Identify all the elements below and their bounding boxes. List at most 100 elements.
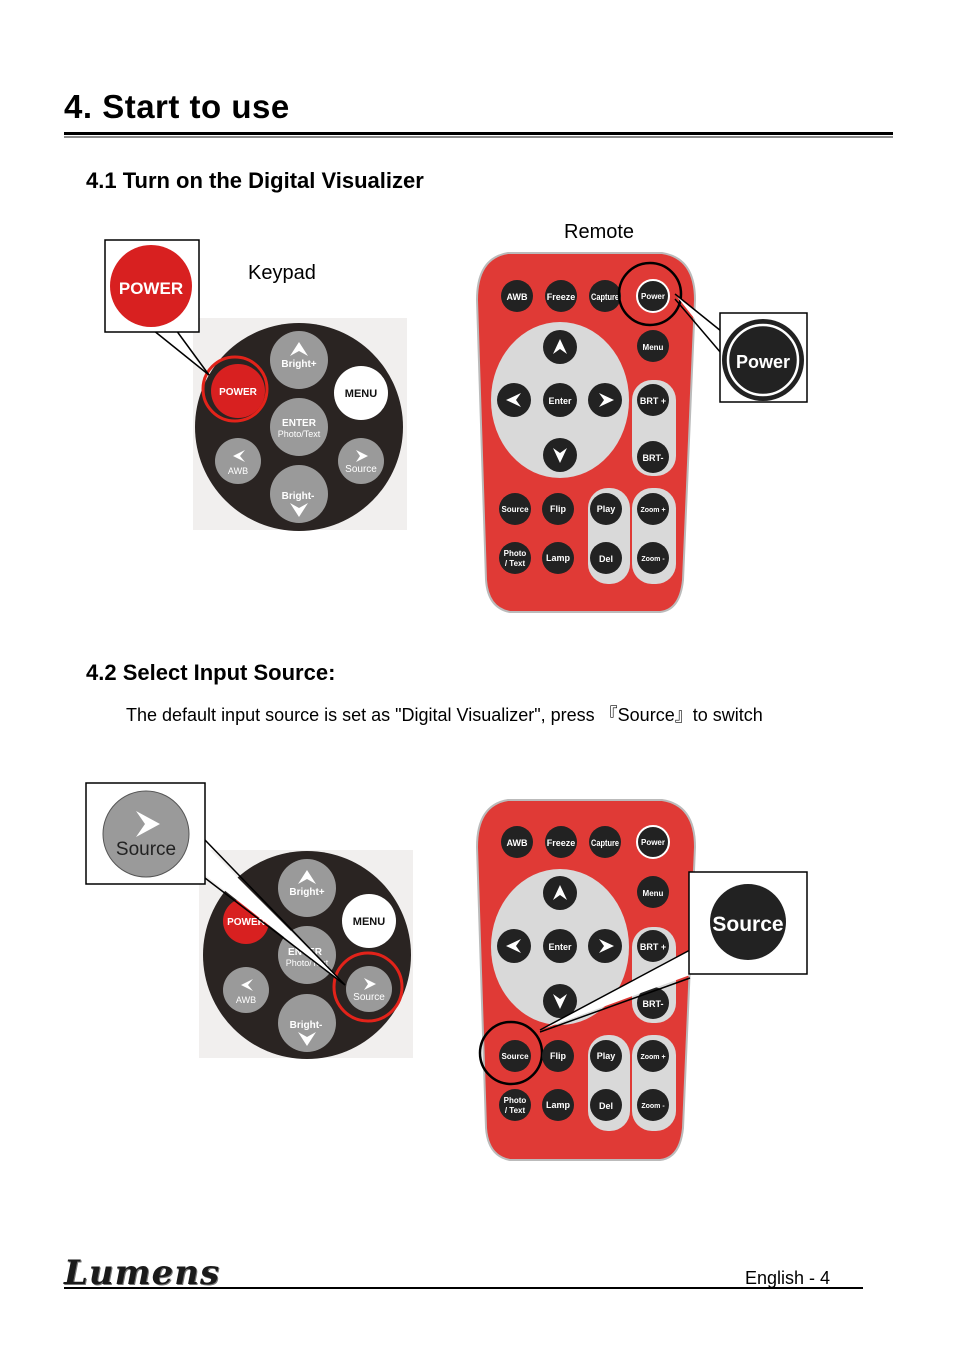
remote-menu-button[interactable]: Menu bbox=[637, 330, 669, 362]
remote-freeze-button[interactable]: Freeze bbox=[545, 826, 577, 858]
remote-zoom-out-button[interactable]: Zoom - bbox=[637, 542, 669, 574]
keypad-bright-up-button[interactable]: Bright+ bbox=[270, 331, 328, 389]
svg-text:Capture: Capture bbox=[591, 838, 619, 848]
keypad-menu-button[interactable]: MENU bbox=[342, 894, 396, 948]
keypad-1: Bright+ POWER MENU ENTER Photo/Text AWB … bbox=[193, 318, 407, 531]
remote-lamp-button[interactable]: Lamp bbox=[542, 1089, 574, 1121]
svg-text:Source: Source bbox=[116, 839, 176, 860]
keypad-bright-down-button[interactable]: Bright- bbox=[270, 465, 328, 523]
lumens-logo: Lumens bbox=[64, 1253, 221, 1293]
remote-brt-down-button[interactable]: BRT- bbox=[637, 441, 669, 473]
svg-text:Bright-: Bright- bbox=[282, 491, 315, 502]
callout-remote-power: Power bbox=[674, 293, 808, 403]
svg-text:Zoom -: Zoom - bbox=[641, 1103, 665, 1110]
keypad-menu-button[interactable]: MENU bbox=[334, 366, 388, 420]
remote-left-button[interactable] bbox=[497, 383, 531, 417]
remote-enter-button[interactable]: Enter bbox=[543, 929, 577, 963]
remote-source-button[interactable]: Source bbox=[499, 493, 531, 525]
keypad-source-button[interactable]: Source bbox=[346, 966, 392, 1012]
remote-photo-text-button[interactable]: Photo/ Text bbox=[499, 542, 531, 574]
remote-del-button[interactable]: Del bbox=[590, 1089, 622, 1121]
remote-power-button[interactable]: Power bbox=[636, 825, 670, 859]
keypad-awb-button[interactable]: AWB bbox=[223, 967, 269, 1013]
remote-brt-down-button[interactable]: BRT- bbox=[637, 987, 669, 1019]
page-number: English - 4 bbox=[745, 1268, 831, 1288]
remote-capture-button[interactable]: Capture bbox=[589, 280, 621, 312]
svg-text:Source: Source bbox=[501, 1052, 529, 1061]
keypad-source-button[interactable]: Source bbox=[338, 438, 384, 484]
callout-keypad-source: Source bbox=[85, 782, 346, 986]
remote-up-button[interactable] bbox=[543, 876, 577, 910]
remote-photo-text-button[interactable]: Photo/ Text bbox=[499, 1089, 531, 1121]
remote-play-button[interactable]: Play bbox=[590, 493, 622, 525]
svg-text:Del: Del bbox=[599, 1101, 613, 1111]
svg-text:MENU: MENU bbox=[353, 916, 385, 928]
svg-text:Photo/Text: Photo/Text bbox=[286, 958, 329, 968]
svg-text:Zoom -: Zoom - bbox=[641, 556, 665, 563]
svg-text:/ Text: / Text bbox=[505, 1106, 526, 1115]
svg-text:BRT-: BRT- bbox=[643, 453, 664, 463]
svg-text:Freeze: Freeze bbox=[547, 292, 576, 302]
remote-del-button[interactable]: Del bbox=[590, 542, 622, 574]
remote-1: AWB Freeze Capture Power Menu Enter BRT … bbox=[475, 252, 697, 613]
svg-text:Power: Power bbox=[736, 352, 790, 372]
remote-awb-button[interactable]: AWB bbox=[501, 280, 533, 312]
svg-text:AWB: AWB bbox=[507, 292, 528, 302]
remote-down-button[interactable] bbox=[543, 438, 577, 472]
keypad-bright-up-button[interactable]: Bright+ bbox=[278, 859, 336, 917]
remote-enter-button[interactable]: Enter bbox=[543, 383, 577, 417]
svg-text:POWER: POWER bbox=[119, 279, 183, 298]
svg-text:MENU: MENU bbox=[345, 388, 377, 400]
remote-label: Remote bbox=[564, 221, 635, 243]
keypad-enter-button[interactable]: ENTER Photo/Text bbox=[270, 398, 328, 456]
remote-left-button[interactable] bbox=[497, 929, 531, 963]
remote-zoom-in-button[interactable]: Zoom + bbox=[637, 493, 669, 525]
highlight-ring bbox=[201, 355, 269, 423]
svg-text:Photo: Photo bbox=[504, 549, 527, 558]
heading-rule-shadow bbox=[64, 136, 893, 138]
svg-text:ENTER: ENTER bbox=[282, 418, 317, 429]
svg-text:Lamp: Lamp bbox=[546, 1100, 571, 1110]
remote-source-button[interactable]: Source bbox=[499, 1040, 531, 1072]
keypad-power-button[interactable]: POWER bbox=[211, 364, 265, 418]
keypad-bright-down-button[interactable]: Bright- bbox=[278, 994, 336, 1052]
remote-brt-up-button[interactable]: BRT + bbox=[637, 930, 669, 962]
remote-right-button[interactable] bbox=[588, 383, 622, 417]
remote-menu-button[interactable]: Menu bbox=[637, 876, 669, 908]
remote-brt-up-button[interactable]: BRT + bbox=[637, 384, 669, 416]
svg-text:Enter: Enter bbox=[548, 396, 572, 406]
svg-text:Source: Source bbox=[712, 913, 783, 936]
remote-play-button[interactable]: Play bbox=[590, 1040, 622, 1072]
remote-freeze-button[interactable]: Freeze bbox=[545, 280, 577, 312]
svg-text:Flip: Flip bbox=[550, 504, 566, 514]
svg-text:Menu: Menu bbox=[643, 343, 664, 352]
svg-text:Capture: Capture bbox=[591, 292, 619, 302]
highlight-ring bbox=[478, 1020, 544, 1086]
callout-remote-source: Source bbox=[539, 871, 808, 1033]
keypad-awb-button[interactable]: AWB bbox=[215, 438, 261, 484]
remote-awb-button[interactable]: AWB bbox=[501, 826, 533, 858]
svg-text:BRT-: BRT- bbox=[643, 999, 664, 1009]
remote-lamp-button[interactable]: Lamp bbox=[542, 542, 574, 574]
svg-text:Del: Del bbox=[599, 554, 613, 564]
remote-zoom-out-button[interactable]: Zoom - bbox=[637, 1089, 669, 1121]
callout-keypad-power: POWER bbox=[104, 239, 210, 376]
remote-up-button[interactable] bbox=[543, 330, 577, 364]
remote-flip-button[interactable]: Flip bbox=[542, 1040, 574, 1072]
svg-text:Zoom +: Zoom + bbox=[640, 1054, 665, 1061]
remote-flip-button[interactable]: Flip bbox=[542, 493, 574, 525]
svg-text:BRT +: BRT + bbox=[640, 396, 666, 406]
footer-rule bbox=[64, 1287, 863, 1289]
svg-text:Freeze: Freeze bbox=[547, 838, 576, 848]
remote-zoom-in-button[interactable]: Zoom + bbox=[637, 1040, 669, 1072]
section-title-input-source: 4.2 Select Input Source: bbox=[86, 660, 336, 685]
remote-down-button[interactable] bbox=[543, 984, 577, 1018]
svg-text:Source: Source bbox=[353, 992, 385, 1003]
remote-right-button[interactable] bbox=[588, 929, 622, 963]
remote-power-button[interactable]: Power bbox=[636, 279, 670, 313]
highlight-ring bbox=[332, 951, 404, 1023]
remote-capture-button[interactable]: Capture bbox=[589, 826, 621, 858]
svg-text:Bright+: Bright+ bbox=[289, 887, 324, 898]
svg-text:Zoom +: Zoom + bbox=[640, 507, 665, 514]
